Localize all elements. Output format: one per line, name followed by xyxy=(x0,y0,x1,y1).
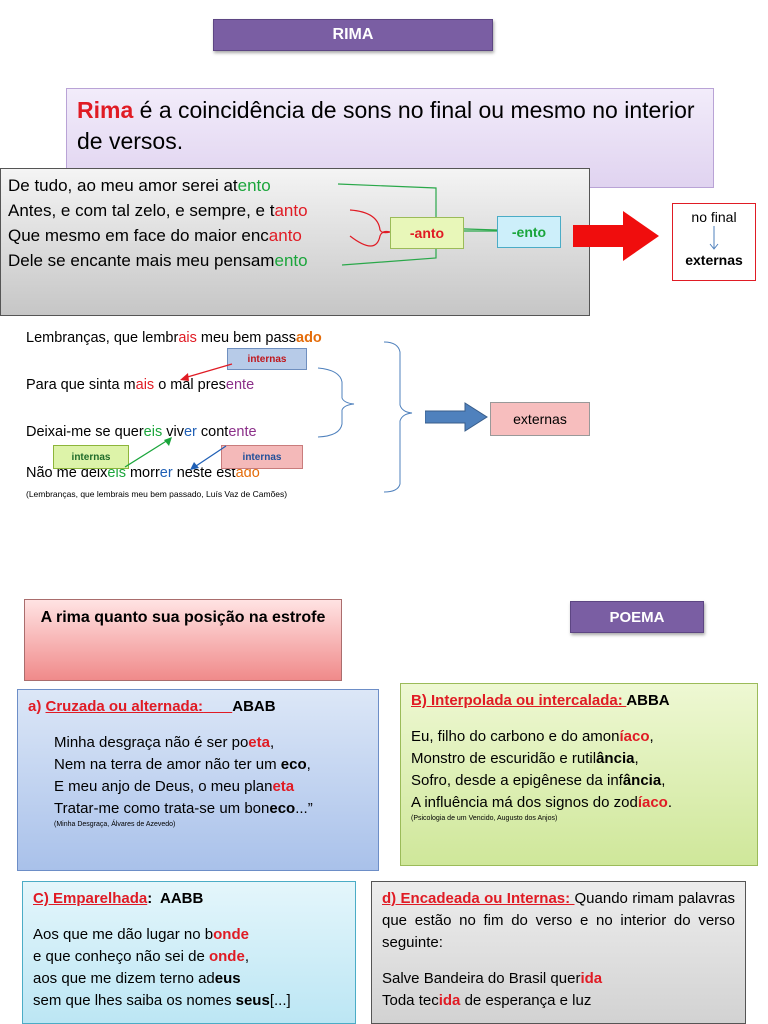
card-b-line-1: Eu, filho do carbono e do amoníaco, xyxy=(411,728,654,745)
verse-line-4: Dele se encante mais meu pensamento xyxy=(8,248,582,273)
card-c-line-2: e que conheço não sei de onde, xyxy=(33,948,249,965)
rhyme-position-title: A rima quanto sua posição na estrofe xyxy=(40,609,326,626)
no-final-box: no final externas xyxy=(672,203,756,281)
externas-label-top: externas xyxy=(685,252,743,268)
poema-banner: POEMA xyxy=(570,601,704,633)
card-b-line-3: Sofro, desde a epigênese da infância, xyxy=(411,772,666,789)
card-a-source: (Minha Desgraça, Álvares de Azevedo) xyxy=(54,821,176,828)
card-c-header: C) Emparelhada: AABB xyxy=(33,890,204,907)
anto-rhyme-label: -anto xyxy=(409,225,445,241)
camoes-line-1: Lembranças, que lembrais meu bem passado xyxy=(26,330,322,346)
card-d-header: d) Encadeada ou Internas: Quando rimam p… xyxy=(382,890,735,951)
ento-rhyme-tag: -ento xyxy=(497,216,561,248)
externas-label: externas xyxy=(513,411,567,427)
verse-line-1-rhyme: ento xyxy=(237,176,271,195)
card-cruzada: a) Cruzada ou alternada: ABAB Minha desg… xyxy=(17,689,379,871)
verse-line-2-rhyme: anto xyxy=(274,201,308,220)
rhyme-position-heading: A rima quanto sua posição na estrofe xyxy=(24,599,342,681)
camoes-poem: Lembranças, que lembrais meu bem passado… xyxy=(26,328,322,505)
camoes-line-4: Não me deixeis morrer neste estado xyxy=(26,465,260,481)
card-a-line-1: Minha desgraça não é ser poeta, xyxy=(54,734,275,751)
verse-line-4-rhyme: ento xyxy=(274,251,308,270)
verse-line-2: Antes, e com tal zelo, e sempre, e tanto xyxy=(8,198,582,223)
verse-line-4-text: Dele se encante mais meu pensam xyxy=(8,251,275,270)
no-final-label: no final xyxy=(691,209,737,225)
card-a-line-4: Tratar-me como trata-se um boneco...” xyxy=(54,800,313,817)
camoes-source: (Lembranças, que lembrais meu bem passad… xyxy=(26,489,288,499)
anto-rhyme-tag: -anto xyxy=(390,217,464,249)
card-emparelhada: C) Emparelhada: AABB Aos que me dão luga… xyxy=(22,881,356,1024)
card-a-line-2: Nem na terra de amor não ter um eco, xyxy=(54,756,311,773)
card-b-line-2: Monstro de escuridão e rutilância, xyxy=(411,750,639,767)
card-c-line-4: sem que lhes saiba os nomes seus[...] xyxy=(33,992,291,1009)
verse-line-3-text: Que mesmo em face do maior enc xyxy=(8,226,269,245)
verse-line-3: Que mesmo em face do maior encanto xyxy=(8,223,582,248)
card-encadeada: d) Encadeada ou Internas: Quando rimam p… xyxy=(371,881,746,1024)
poema-label: POEMA xyxy=(609,608,665,626)
down-arrow-icon xyxy=(709,226,719,250)
camoes-line-3: Deixai-me se quereis viver contente xyxy=(26,424,257,440)
rima-title-banner: RIMA xyxy=(213,19,493,51)
card-interpolada: B) Interpolada ou intercalada: ABBA Eu, … xyxy=(400,683,758,866)
camoes-line-2: Para que sinta mais o mal presente xyxy=(26,377,255,393)
card-c-line-1: Aos que me dão lugar no bonde xyxy=(33,926,249,943)
rima-title: RIMA xyxy=(332,26,374,43)
card-d-line-1: Salve Bandeira do Brasil querida xyxy=(382,970,603,987)
definition-term: Rima xyxy=(77,97,134,123)
card-d-line-2: Toda tecida de esperança e luz xyxy=(382,992,592,1009)
card-b-source: (Psicologia de um Vencido, Augusto dos A… xyxy=(411,815,558,822)
internas-tag-2: internas xyxy=(53,445,129,469)
camoes-annotation-lines xyxy=(124,341,413,493)
verse-line-1-text: De tudo, ao meu amor serei at xyxy=(8,176,238,195)
blue-arrow-icon xyxy=(425,402,488,432)
internas-tag-1: internas xyxy=(227,348,307,370)
card-b-line-4: A influência má dos signos do zodíaco. xyxy=(411,794,672,811)
red-arrow-icon xyxy=(573,211,659,261)
card-a-line-3: E meu anjo de Deus, o meu planeta xyxy=(54,778,295,795)
card-b-header: B) Interpolada ou intercalada: ABBA xyxy=(411,692,670,709)
definition-text: é a coincidência de sons no final ou mes… xyxy=(77,97,695,154)
verse-line-3-rhyme: anto xyxy=(268,226,302,245)
verse-line-1: De tudo, ao meu amor serei atento xyxy=(8,173,582,198)
card-c-line-3: aos que me dizem terno adeus xyxy=(33,970,241,987)
card-a-header: a) Cruzada ou alternada: ABAB xyxy=(28,698,276,715)
verse-line-2-text: Antes, e com tal zelo, e sempre, e t xyxy=(8,201,275,220)
externas-box: externas xyxy=(490,402,590,436)
ento-rhyme-label: -ento xyxy=(511,224,547,240)
internas-tag-3: internas xyxy=(221,445,303,469)
